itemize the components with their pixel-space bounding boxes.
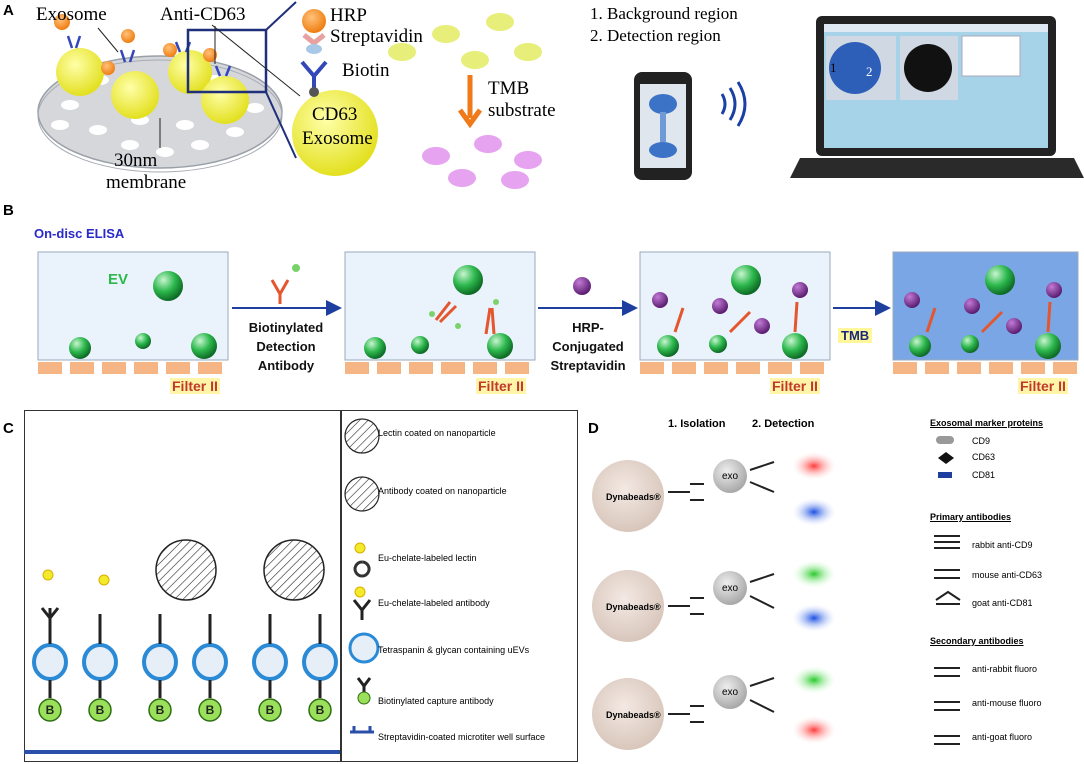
label-exosome: Exosome [36,4,107,25]
b-marker: B [46,703,55,717]
legend-antibody-nanoparticle: Antibody coated on nanoparticle [378,486,507,496]
label-tmb: TMB [488,78,530,99]
marker-cd63: CD63 [972,452,996,462]
markers-title: Exosomal marker proteins [930,418,1044,428]
legend-capture-antibody: Biotinylated capture antibody [378,696,494,706]
step-1-line-3: Antibody [257,358,315,373]
filter-squares [38,362,1077,374]
well-surface [24,750,340,754]
step-3-label: TMB [838,328,873,343]
legend-uevs: Tetraspanin & glycan containing uEVs [378,645,530,655]
filter-label-3: Filter II [770,378,820,394]
panel-b-title: On-disc ELISA [34,226,125,241]
panel-b-graphic [37,251,1079,374]
exo-label-1: exo [722,471,739,482]
marker-cd9: CD9 [972,436,991,446]
screen-label-2: 2 [866,64,873,79]
primary-title: Primary antibodies [930,512,1012,522]
label-background-region: 1. Background region [590,4,738,23]
secondary-anti-mouse: anti-mouse fluoro [972,698,1042,708]
label-hrp: HRP [330,5,367,26]
uevs [32,643,338,681]
filter-label-2: Filter II [476,378,526,394]
zoom-box [186,28,268,94]
label-substrate: substrate [488,100,556,121]
exo-label-3: exo [722,687,739,698]
panel-d-label: D [588,420,599,437]
nanoparticles [155,539,325,601]
dynabeads-label-2: Dynabeads® [606,602,661,612]
step-2-line-1: HRP- [572,320,604,335]
smartphone [634,72,692,180]
panel-a-label: A [3,2,14,19]
ev-label: EV [108,271,129,288]
b-marker: B [316,703,325,717]
fluoro-glows [792,452,836,744]
detection-header: 2. Detection [752,418,815,430]
step-1-line-2: Detection [256,339,316,354]
panel-a-graphic [37,1,1084,189]
b-marker: B [156,703,165,717]
capture-antibodies-d [668,461,775,723]
exo-particles [713,459,747,709]
panel-c-label: C [3,420,14,437]
filter-label-1: Filter II [170,378,220,394]
zoom-exosome-complex [292,9,378,176]
eu-labels [42,569,110,586]
legend-eu-lectin: Eu-chelate-labeled lectin [378,553,477,563]
plate-exosomes [54,14,249,124]
dynabeads [592,460,664,750]
dynabeads-label-1: Dynabeads® [606,492,661,502]
label-detection-region: 2. Detection region [590,26,721,45]
panel-c-frame [24,410,578,762]
screen-label-1: 1 [830,60,837,75]
secondary-anti-goat: anti-goat fluoro [972,732,1033,742]
marker-cd81: CD81 [972,470,996,480]
step-2-line-3: Streptavidin [550,358,626,373]
panel-d-legend-icons [934,436,961,745]
tmb-dots [388,13,542,189]
primary-mouse: mouse anti-CD63 [972,570,1043,580]
panel-c-assay-graphic: B B B B B B [24,539,340,754]
step-1-label: Biotinylated Detection Antibody [240,318,332,375]
label-cd63: CD63 [312,104,358,125]
legend-eu-antibody: Eu-chelate-labeled antibody [378,598,490,608]
label-30nm: 30nm [114,150,158,171]
laptop [790,16,1084,178]
label-anti-cd63: Anti-CD63 [160,4,246,25]
b-marker: B [266,703,275,717]
label-membrane: membrane [106,172,187,193]
b-marker: B [206,703,215,717]
b-marker: B [96,703,105,717]
label-exosome-zoom: Exosome [302,128,373,149]
antibody-icon [270,279,290,304]
legend-well-surface: Streptavidin-coated microtiter well surf… [378,732,546,742]
label-biotin: Biotin [342,60,390,81]
wifi-icon [720,81,747,127]
capture-antibodies [38,698,332,722]
step-1-line-1: Biotinylated [248,320,324,335]
step-2-line-2: Conjugated [552,339,624,354]
secondary-anti-rabbit: anti-rabbit fluoro [972,664,1038,674]
antibody-stems [40,607,322,698]
dynabeads-label-3: Dynabeads® [606,710,661,720]
exo-label-2: exo [722,583,739,594]
isolation-header: 1. Isolation [668,418,726,430]
secondary-title: Secondary antibodies [930,636,1024,646]
primary-goat: goat anti-CD81 [972,598,1033,608]
panel-b-label: B [3,202,14,219]
panel-c-divider [340,410,342,762]
panel-d-graphic [592,452,836,750]
filter-label-4: Filter II [1018,378,1068,394]
step-2-label: HRP- Conjugated Streptavidin [540,318,636,375]
legend-lectin-nanoparticle: Lectin coated on nanoparticle [378,428,496,438]
label-streptavidin: Streptavidin [330,26,423,47]
hrp-streptavidin-icon [573,277,591,295]
panel-c-legend-icons [344,418,380,734]
primary-rabbit: rabbit anti-CD9 [972,540,1033,550]
